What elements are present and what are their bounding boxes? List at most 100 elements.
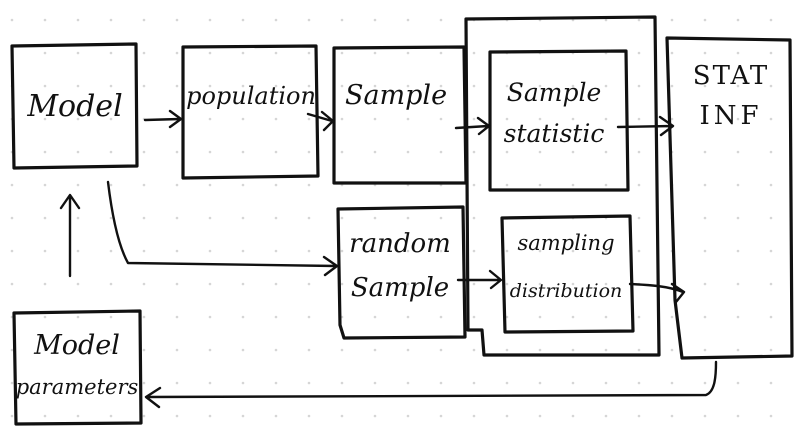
grid-dot [406, 282, 410, 286]
grid-dot [538, 315, 542, 319]
stat-inf-line1: STAT [693, 61, 769, 91]
grid-dot [109, 51, 113, 55]
grid-dot [241, 84, 245, 88]
population-node: population [181, 44, 320, 180]
population-label: population [186, 82, 316, 110]
grid-dot [43, 348, 47, 352]
grid-dot [472, 381, 476, 385]
grid-dot [307, 216, 311, 220]
grid-dot [208, 282, 212, 286]
grid-dot [373, 315, 377, 319]
random-sample-line1: random [349, 229, 451, 259]
grid-dot [637, 216, 641, 220]
grid-dot [538, 282, 542, 286]
grid-dot [142, 348, 146, 352]
sample-statistic-box [488, 49, 630, 192]
grid-dot [406, 315, 410, 319]
edge-model-parameters-model [59, 193, 81, 278]
grid-dot [472, 216, 476, 220]
grid-dot [142, 18, 146, 22]
grid-dot [505, 414, 509, 418]
grid-dot [505, 249, 509, 253]
grid-dot [472, 51, 476, 55]
grid-dot [769, 348, 773, 352]
grid-dot [439, 249, 443, 253]
grid-dot [769, 282, 773, 286]
grid-dot [670, 348, 674, 352]
grid-dot [241, 348, 245, 352]
grid-dot [406, 414, 410, 418]
grid-dot [109, 315, 113, 319]
grid-dot [604, 249, 608, 253]
grid-dot [439, 117, 443, 121]
grid-dot [10, 282, 14, 286]
grid-dot [472, 249, 476, 253]
grid-dot [439, 216, 443, 220]
statistics-group-box [464, 15, 661, 357]
grid-dot [538, 117, 542, 121]
grid-dot [142, 249, 146, 253]
grid-dot [241, 381, 245, 385]
grid-dot [703, 183, 707, 187]
grid-dot [637, 315, 641, 319]
grid-dot [538, 150, 542, 154]
grid-dot [175, 18, 179, 22]
grid-dot [109, 183, 113, 187]
grid-dot [340, 84, 344, 88]
grid-dot [769, 183, 773, 187]
grid-dot [274, 216, 278, 220]
grid-dot [175, 381, 179, 385]
grid-dot [505, 117, 509, 121]
grid-dot [43, 249, 47, 253]
model-label: Model [26, 89, 122, 124]
grid-dot [373, 249, 377, 253]
grid-dot [406, 249, 410, 253]
grid-dot [505, 282, 509, 286]
grid-dot [538, 183, 542, 187]
grid-dot [736, 117, 740, 121]
grid-dot [340, 381, 344, 385]
grid-dot [76, 348, 80, 352]
grid-dot [43, 282, 47, 286]
grid-dot [637, 381, 641, 385]
grid-dot [274, 117, 278, 121]
grid-dot [604, 18, 608, 22]
edge-sample-sample-statistic [454, 116, 491, 136]
grid-dot [241, 117, 245, 121]
grid-dot [43, 150, 47, 154]
grid-dot [109, 117, 113, 121]
grid-dot [736, 183, 740, 187]
grid-dot [373, 51, 377, 55]
grid-dot [406, 216, 410, 220]
grid-dot [109, 348, 113, 352]
grid-dot [10, 381, 14, 385]
grid-dot [142, 183, 146, 187]
grid-dot [604, 117, 608, 121]
grid-dot [505, 381, 509, 385]
grid-dot [373, 348, 377, 352]
grid-dot [637, 249, 641, 253]
grid-dot [571, 348, 575, 352]
grid-dot [769, 414, 773, 418]
grid-dot [439, 282, 443, 286]
grid-dot [769, 84, 773, 88]
sample-box [332, 45, 468, 185]
grid-dot [703, 216, 707, 220]
grid-dot [43, 117, 47, 121]
grid-dot [340, 51, 344, 55]
stat-inf-box [665, 36, 794, 360]
model-box [10, 42, 139, 170]
grid-dot [670, 381, 674, 385]
grid-dot [274, 381, 278, 385]
grid-dot [703, 414, 707, 418]
grid-dot [142, 51, 146, 55]
grid-dot [439, 51, 443, 55]
grid-dot [505, 348, 509, 352]
sample-node: Sample [332, 45, 468, 185]
grid-dot [340, 348, 344, 352]
grid-dot [175, 348, 179, 352]
edge-sample-statistic-stat-inf [616, 115, 675, 137]
edge-stat-inf-model-parameters [144, 360, 718, 409]
grid-dot [637, 84, 641, 88]
grid-dot [703, 18, 707, 22]
